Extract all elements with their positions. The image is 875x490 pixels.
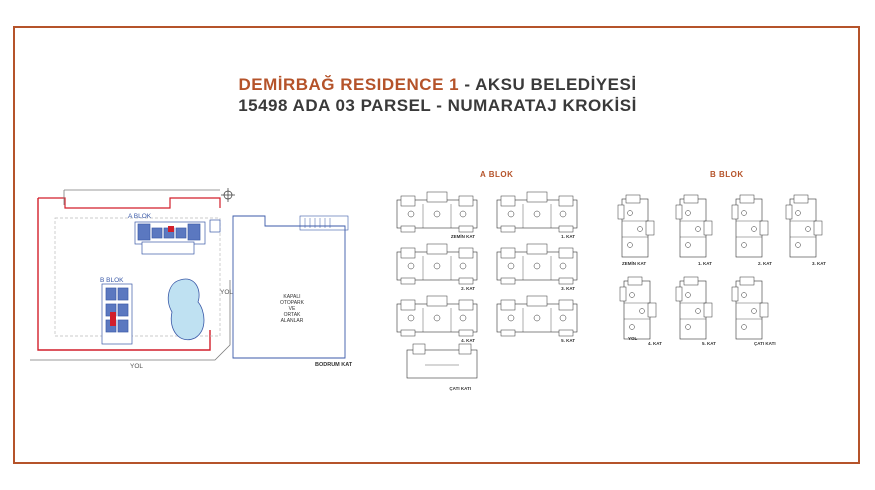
a-blok-footprint — [134, 219, 221, 255]
plot-boundary-top — [38, 197, 221, 209]
b-blok-floor-plans: ZEMİN KAT 1. KAT 2. KAT 3. KAT 4. KAT 5.… — [617, 194, 826, 346]
b-blok-label: B BLOK — [100, 277, 124, 284]
b-floor-label: 4. KAT — [648, 341, 662, 346]
b-blok-footprint — [101, 283, 133, 345]
a-floor-label: 5. KAT — [561, 338, 575, 343]
basement-area-line: ALANLAR — [281, 318, 304, 324]
basement-area-line: KAPALI — [283, 294, 300, 300]
b-floor-label: ZEMİN KAT — [622, 260, 646, 266]
north-arrow-icon — [221, 188, 235, 202]
b-floor-label: 1. KAT — [698, 261, 712, 266]
basement-area-line: VE — [289, 306, 296, 312]
b-blok-title: B BLOK — [710, 170, 744, 179]
municipality: - AKSU BELEDİYESİ — [459, 75, 637, 94]
a-blok-floor-plans: ZEMİN KAT 1. KAT 2. KAT 3. KAT 4. KAT 5.… — [396, 191, 578, 391]
basement-label: BODRUM KAT — [315, 362, 353, 368]
road-label-left: YOL — [220, 289, 233, 296]
b-floor-label: 2. KAT — [758, 261, 772, 266]
basement-area-line: ORTAK — [284, 312, 301, 318]
project-name: DEMİRBAĞ RESIDENCE 1 — [238, 75, 460, 94]
basement-area-line: OTOPARK — [280, 300, 305, 306]
a-blok-label: A BLOK — [128, 213, 152, 220]
basement-plan — [232, 215, 346, 359]
b-floor-label: 5. KAT — [702, 341, 716, 346]
pool — [167, 278, 205, 341]
a-floor-label: ÇATI KATI — [449, 386, 471, 391]
plot-boundary — [37, 198, 211, 351]
page-title: DEMİRBAĞ RESIDENCE 1 - AKSU BELEDİYESİ — [0, 75, 875, 95]
a-floor-label: 2. KAT — [461, 286, 475, 291]
page-subtitle: 15498 ADA 03 PARSEL - NUMARATAJ KROKİSİ — [238, 96, 637, 115]
road-edge — [30, 280, 231, 361]
road-label-bottom: YOL — [130, 363, 143, 370]
a-floor-label: ZEMİN KAT — [451, 233, 475, 239]
a-floor-label: 3. KAT — [561, 286, 575, 291]
b-floor-label: ÇATI KATI — [754, 341, 776, 346]
b-floor-label: 3. KAT — [812, 261, 826, 266]
a-floor-label: 4. KAT — [461, 338, 475, 343]
a-blok-title: A BLOK — [480, 170, 514, 179]
page-frame — [13, 26, 860, 464]
b-road-label: YOL — [628, 336, 638, 341]
site-plan: A BLOK B BLOK YOL YOL KAPALI OTOPARK VE … — [30, 188, 353, 370]
a-floor-label: 1. KAT — [561, 234, 575, 239]
